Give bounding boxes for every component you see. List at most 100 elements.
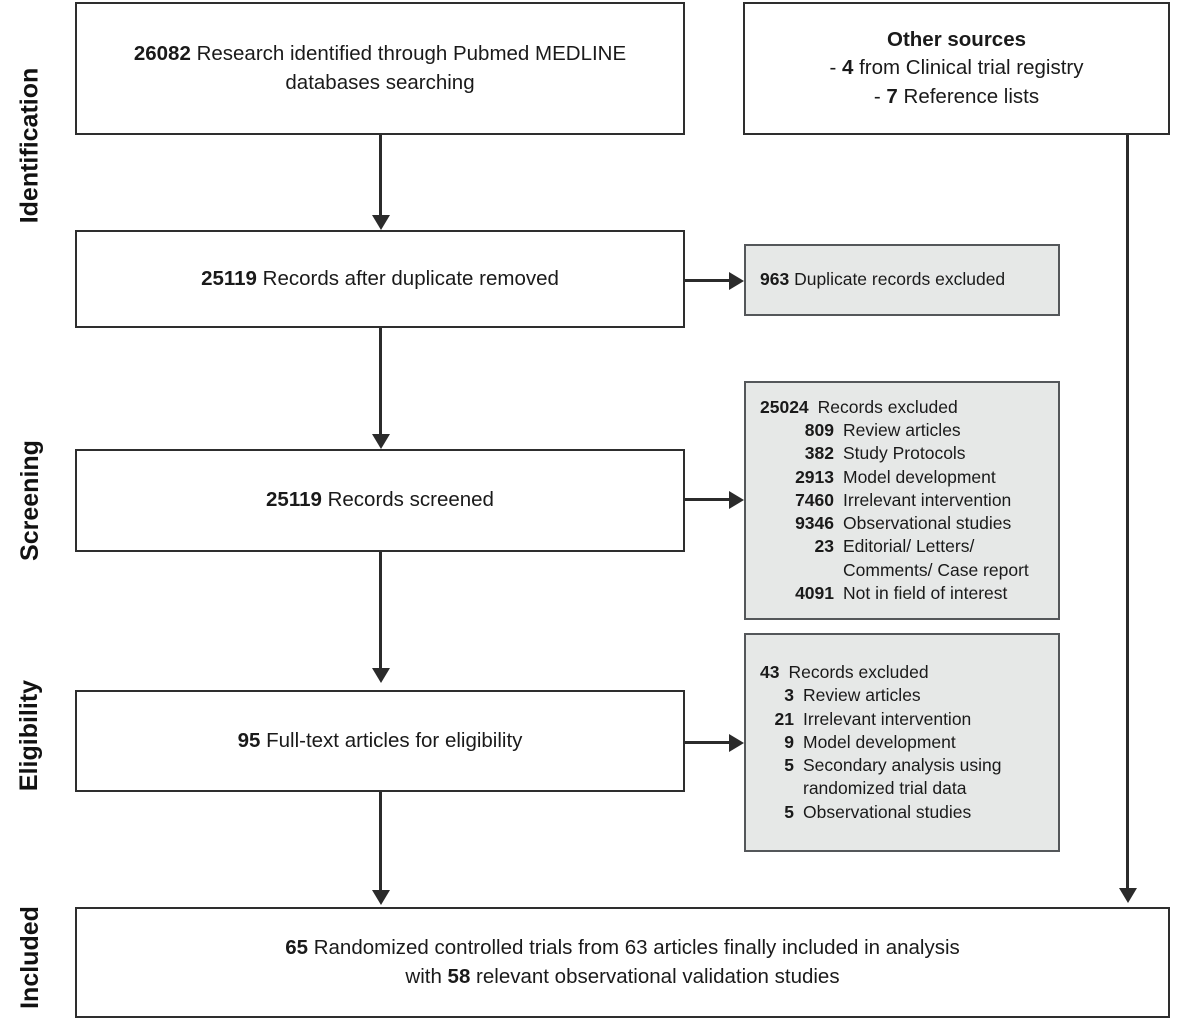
included-final-line-2: with 58 relevant observational validatio… — [91, 963, 1154, 991]
box-eligibility-exclusions-text: 43 Records excluded 3 Review articles 21… — [746, 661, 1058, 824]
arrowhead-fulltext-to-included — [372, 890, 390, 905]
included-final-label: Randomized controlled trials from 63 art… — [308, 936, 960, 960]
eligibility-exclusion-reason: 21 Irrelevant intervention — [760, 708, 1048, 731]
reason-count: 9346 — [795, 513, 834, 534]
arrowhead-other-sources-to-included — [1119, 888, 1137, 903]
stage-label-eligibility-text: Eligibility — [15, 679, 44, 791]
eligibility-exclusion-reason: 9 Model development — [760, 731, 1048, 754]
arrowhead-screened-to-fulltext — [372, 668, 390, 683]
connector-screened-to-fulltext — [379, 552, 382, 670]
included-final-line-1: 65 Randomized controlled trials from 63 … — [91, 934, 1154, 962]
box-records-after-duplicates: 25119 Records after duplicate removed — [75, 230, 685, 328]
box-fulltext-articles-text: 95 Full-text articles for eligibility — [77, 727, 683, 755]
reason-label: Observational studies — [803, 801, 972, 822]
reason-label: Irrelevant intervention — [843, 489, 1012, 510]
reason-count: 5 — [784, 801, 794, 822]
box-included-final-text: 65 Randomized controlled trials from 63 … — [77, 934, 1168, 991]
arrowhead-dedup-to-duplicates-excluded — [729, 272, 744, 290]
box-fulltext-articles: 95 Full-text articles for eligibility — [75, 690, 685, 792]
other-sources-line2-prefix: - — [873, 84, 887, 108]
box-records-screened: 25119 Records screened — [75, 449, 685, 552]
other-sources-heading: Other sources — [887, 28, 1026, 52]
stage-label-screening-text: Screening — [15, 439, 44, 561]
reason-label: Study Protocols — [843, 443, 966, 464]
screening-exclusion-reason: 23 Editorial/ Letters/ Comments/ Case re… — [760, 535, 1048, 582]
connector-fulltext-to-included — [379, 792, 382, 892]
reason-label: Observational studies — [843, 513, 1012, 534]
reason-label: Editorial/ Letters/ Comments/ Case repor… — [843, 536, 1029, 580]
screening-exclusions-total: 25024 Records excluded — [760, 396, 1048, 419]
box-records-after-duplicates-text: 25119 Records after duplicate removed — [77, 265, 683, 293]
included-final-line2-prefix: with — [405, 964, 448, 988]
records-screened-count: 25119 — [266, 488, 322, 512]
eligibility-exclusion-reason: 5 Secondary analysis using randomized tr… — [760, 754, 1048, 801]
eligibility-excluded-count: 43 — [760, 662, 780, 683]
screening-exclusion-reason: 4091 Not in field of interest — [760, 582, 1048, 605]
reason-label: Not in field of interest — [843, 582, 1008, 603]
reason-count: 7460 — [795, 489, 834, 510]
included-final-validation-count: 58 — [447, 964, 471, 988]
screening-exclusion-reason: 9346 Observational studies — [760, 512, 1048, 535]
box-eligibility-exclusions: 43 Records excluded 3 Review articles 21… — [744, 633, 1060, 852]
connector-identified-to-dedup — [379, 135, 382, 217]
connector-screened-to-excluded — [685, 498, 731, 501]
arrowhead-fulltext-to-excluded — [729, 734, 744, 752]
reason-count: 5 — [784, 755, 794, 776]
connector-fulltext-to-excluded — [685, 741, 731, 744]
other-sources-line-2: - 7 Reference lists — [759, 83, 1154, 111]
screening-exclusion-reason: 7460 Irrelevant intervention — [760, 489, 1048, 512]
arrowhead-dedup-to-screened — [372, 434, 390, 449]
connector-dedup-to-duplicates-excluded — [685, 279, 731, 282]
box-screening-exclusions: 25024 Records excluded 809 Review articl… — [744, 381, 1060, 620]
records-screened-label: Records screened — [327, 488, 494, 512]
stage-label-screening: Screening — [0, 425, 60, 575]
reason-count: 21 — [774, 708, 794, 729]
reason-count: 9 — [784, 731, 794, 752]
after-duplicates-label: Records after duplicate removed — [262, 266, 559, 290]
box-records-identified: 26082 Research identified through Pubmed… — [75, 2, 685, 135]
reason-label: Review articles — [803, 685, 921, 706]
other-sources-line2-count: 7 — [886, 84, 898, 108]
box-duplicate-records-excluded: 963 Duplicate records excluded — [744, 244, 1060, 316]
reason-count: 4091 — [795, 582, 834, 603]
fulltext-count: 95 — [237, 728, 261, 752]
reason-count: 382 — [804, 443, 834, 464]
box-screening-exclusions-text: 25024 Records excluded 809 Review articl… — [746, 396, 1058, 605]
box-records-identified-text: 26082 Research identified through Pubmed… — [77, 40, 683, 97]
stage-label-eligibility: Eligibility — [0, 660, 60, 810]
reason-label: Review articles — [843, 420, 961, 441]
box-included-final: 65 Randomized controlled trials from 63 … — [75, 907, 1170, 1018]
eligibility-exclusion-reason: 3 Review articles — [760, 684, 1048, 707]
stage-label-included-text: Included — [15, 906, 44, 1009]
reason-count: 23 — [814, 536, 834, 557]
reason-label: Model development — [843, 466, 996, 487]
other-sources-line1-prefix: - — [829, 56, 842, 80]
screening-exclusion-reason: 809 Review articles — [760, 419, 1048, 442]
duplicates-excluded-label: Duplicate records excluded — [794, 269, 1006, 290]
eligibility-excluded-label: Records excluded — [788, 662, 929, 683]
included-final-validation-label: relevant observational validation studie… — [470, 964, 840, 988]
included-final-count: 65 — [285, 936, 309, 960]
box-other-sources: Other sources - 4 from Clinical trial re… — [743, 2, 1170, 135]
screening-exclusion-reason: 2913 Model development — [760, 466, 1048, 489]
other-sources-line1-count: 4 — [842, 56, 854, 80]
reason-label: Secondary analysis using randomized tria… — [803, 755, 1002, 799]
reason-label: Model development — [803, 731, 956, 752]
other-sources-line-1: - 4 from Clinical trial registry — [759, 54, 1154, 82]
box-duplicate-records-excluded-text: 963 Duplicate records excluded — [746, 268, 1058, 291]
stage-label-included: Included — [0, 895, 60, 1020]
other-sources-line2-label: Reference lists — [897, 84, 1040, 108]
screening-exclusion-reason: 382 Study Protocols — [760, 442, 1048, 465]
connector-other-sources-to-included — [1126, 135, 1129, 890]
connector-dedup-to-screened — [379, 328, 382, 436]
reason-count: 809 — [804, 420, 834, 441]
stage-label-identification: Identification — [0, 60, 60, 230]
eligibility-exclusion-reason: 5 Observational studies — [760, 801, 1048, 824]
after-duplicates-count: 25119 — [201, 266, 257, 290]
reason-label: Irrelevant intervention — [803, 708, 972, 729]
fulltext-label: Full-text articles for eligibility — [266, 728, 523, 752]
screening-excluded-count: 25024 — [760, 396, 809, 417]
other-sources-line1-label: from Clinical trial registry — [853, 56, 1084, 80]
screening-excluded-label: Records excluded — [817, 396, 958, 417]
